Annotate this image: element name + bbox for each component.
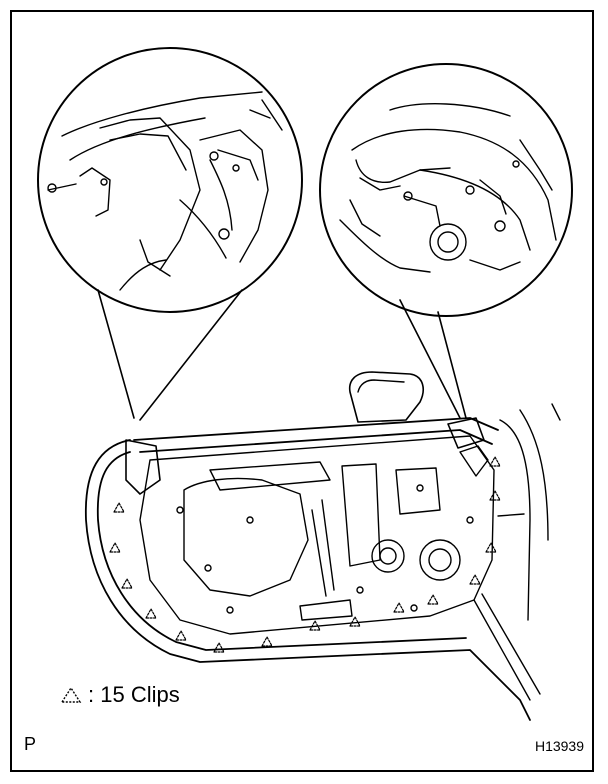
clip-marker (489, 456, 501, 467)
clip-triangle-icon (60, 686, 82, 703)
clip-marker (309, 620, 321, 631)
legend-text: 15 Clips (94, 682, 180, 707)
clip-marker (469, 574, 481, 585)
clip-marker (175, 630, 187, 641)
clip-marker (109, 542, 121, 553)
clip-legend: : 15 Clips (60, 682, 180, 708)
side-mirror (348, 371, 424, 423)
door-inner-panel (125, 417, 541, 701)
legend-separator: : (88, 682, 95, 707)
clip-marker (261, 636, 273, 647)
figure-code: H13939 (534, 738, 584, 754)
clip-marker (113, 502, 125, 513)
clip-marker (427, 594, 439, 605)
clip-marker (145, 608, 157, 619)
clip-marker (213, 642, 225, 653)
corner-code-left: P (24, 734, 37, 754)
diagram-frame (10, 10, 594, 772)
right-detail-magnifier (319, 63, 573, 419)
vehicle-body-edge (499, 403, 561, 621)
clip-marker (349, 616, 361, 627)
clip-marker (121, 578, 133, 589)
left-detail-magnifier (37, 47, 303, 421)
clip-marker (393, 602, 405, 613)
clip-marker (485, 542, 497, 553)
door-outline (84, 417, 531, 721)
clip-markers (109, 456, 501, 653)
clip-marker (489, 490, 501, 501)
